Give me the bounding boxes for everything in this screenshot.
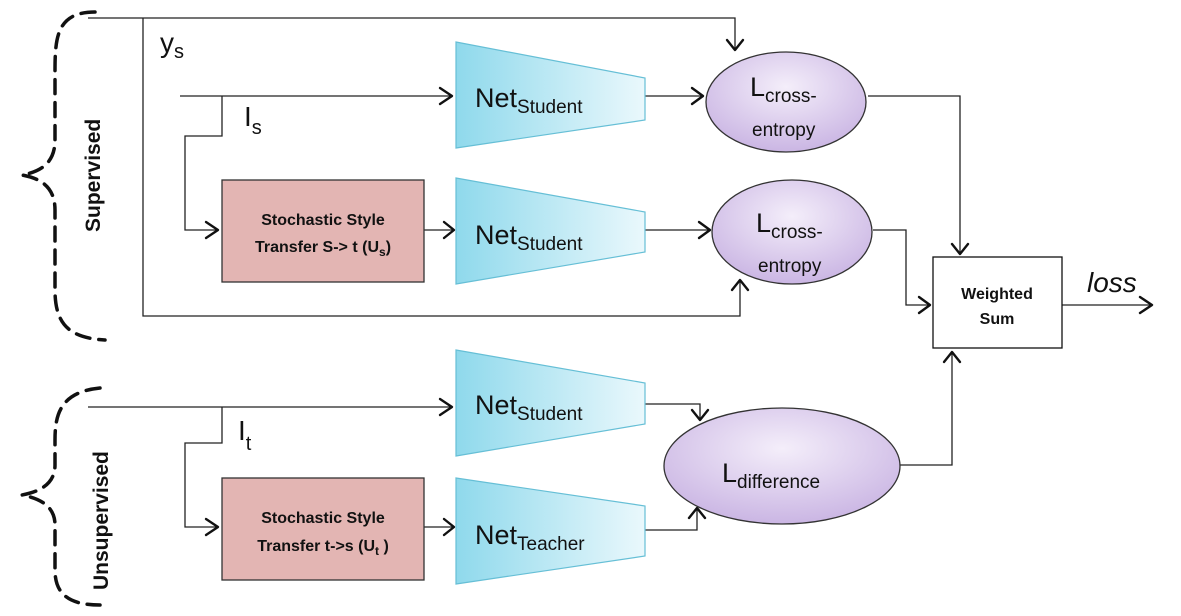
arrowhead-net3 (438, 397, 454, 417)
loss-cross-entropy-1: Lcross- entropy (705, 51, 867, 153)
arrowhead-sum-top (950, 242, 970, 256)
style-transfer-s-to-t-box: Stochastic Style Transfer S-> t (Us) (221, 179, 425, 283)
svg-text:Sum: Sum (980, 311, 1015, 328)
is-label: Is (244, 101, 262, 139)
loss-output-label: loss (1087, 267, 1137, 298)
arrowhead-diff-top (690, 408, 710, 422)
arrowhead-net2 (442, 220, 456, 240)
arrowhead-loss (1138, 295, 1154, 315)
supervised-label: Supervised (82, 119, 105, 232)
style-transfer-t-to-s-box: Stochastic Style Transfer t->s (Ut ) (221, 477, 425, 581)
svg-text:entropy: entropy (752, 120, 816, 141)
arrowhead-transfer2 (204, 517, 220, 537)
net3-to-diff-wire (645, 403, 701, 420)
svg-text:Lcross-: Lcross- (756, 208, 823, 243)
arrowhead-transfer1 (204, 220, 220, 240)
ce2-to-sum-wire (873, 229, 930, 306)
diff-to-sum-wire (900, 352, 953, 466)
arrowhead-teacher (442, 517, 456, 537)
is-to-transfer1-wire (184, 96, 223, 231)
arrowhead-net1 (438, 86, 454, 106)
unsupervised-label: Unsupervised (90, 451, 113, 590)
svg-text:NetStudent: NetStudent (475, 390, 583, 425)
weighted-sum-box: Weighted Sum (932, 256, 1063, 349)
unsupervised-brace (21, 386, 102, 607)
svg-text:NetTeacher: NetTeacher (475, 520, 585, 555)
svg-text:NetStudent: NetStudent (475, 83, 583, 118)
arrowhead-ce2-left (697, 220, 712, 240)
ce1-to-sum-wire (868, 95, 961, 254)
net-student-3: NetStudent (455, 349, 646, 457)
svg-text:Weighted: Weighted (961, 286, 1033, 303)
net-student-2: NetStudent (455, 177, 646, 285)
svg-text:entropy: entropy (758, 256, 822, 277)
loss-difference: Ldifference (663, 407, 901, 525)
ys-to-ce2-wire (142, 18, 741, 317)
arrowhead-diff-bottom (687, 506, 707, 520)
ys-to-ce1-wire (88, 17, 736, 50)
loss-cross-entropy-2: Lcross- entropy (711, 179, 873, 285)
net-teacher: NetTeacher (455, 477, 646, 585)
svg-text:Ldifference: Ldifference (722, 458, 820, 493)
supervised-brace (21, 10, 107, 342)
arrowhead-ce2-bottom (730, 278, 750, 292)
it-label: It (238, 415, 252, 455)
net-student-1: NetStudent (455, 41, 646, 149)
svg-text:Stochastic Style: Stochastic Style (261, 212, 385, 229)
arrowhead-sum-bottom (942, 350, 962, 364)
ys-label: ys (160, 27, 184, 63)
svg-text:Stochastic Style: Stochastic Style (261, 510, 385, 527)
arrowhead-sum-left (917, 295, 932, 315)
svg-text:Transfer S-> t (Us): Transfer S-> t (Us) (255, 239, 391, 259)
arrowhead-ce1-left (690, 86, 705, 106)
svg-text:NetStudent: NetStudent (475, 220, 583, 255)
it-to-transfer2-wire (184, 407, 223, 528)
svg-text:Lcross-: Lcross- (750, 72, 817, 107)
svg-text:Transfer t->s (Ut ): Transfer t->s (Ut ) (257, 538, 389, 558)
teacher-to-diff-wire (645, 508, 698, 531)
arrowhead-ce1-top (725, 38, 745, 52)
